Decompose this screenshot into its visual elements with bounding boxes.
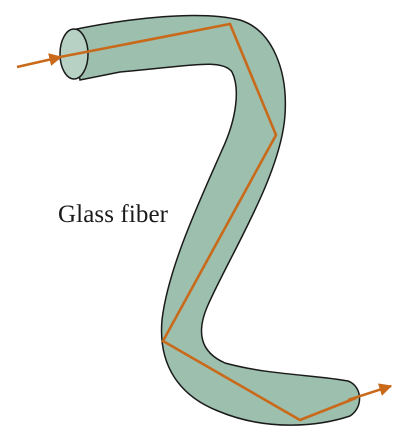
fiber-label: Glass fiber	[58, 201, 168, 229]
input-arrow-icon	[17, 57, 61, 67]
